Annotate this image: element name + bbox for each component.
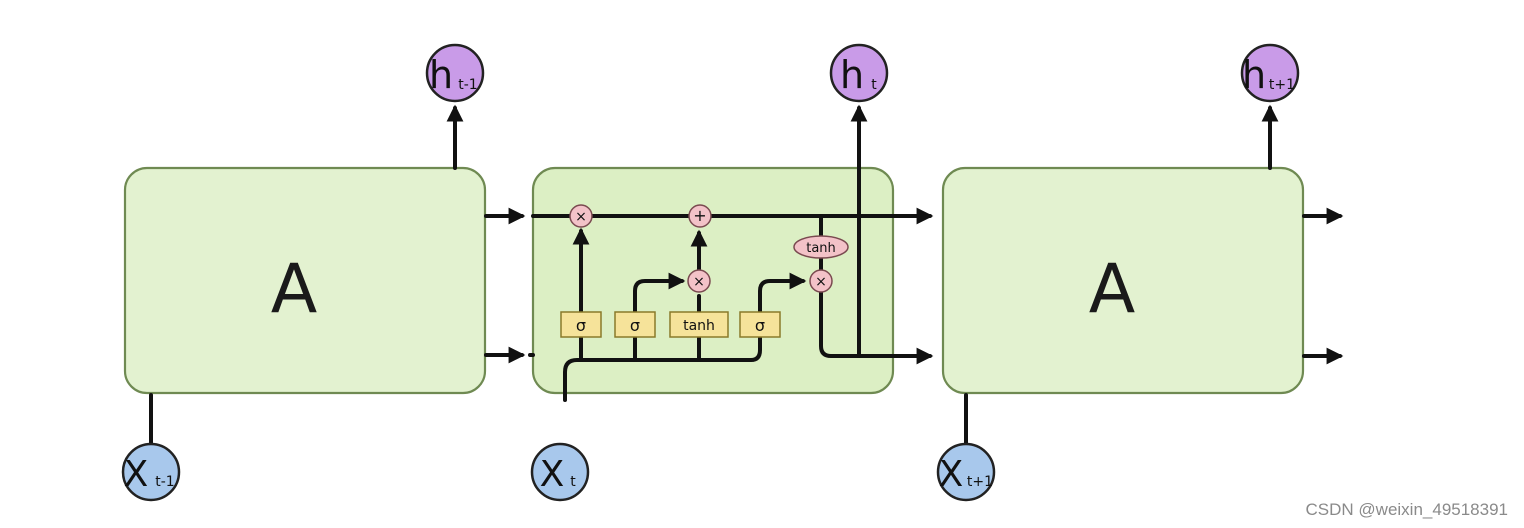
gate-input: σ: [614, 311, 656, 338]
output-node-h-curr: h t: [829, 43, 889, 103]
input-node-x-curr: X t: [530, 442, 590, 502]
cell-middle-wires: [528, 104, 934, 402]
add-op: +: [688, 204, 712, 228]
cell-right-box: [941, 166, 1305, 395]
gate-forget: σ: [560, 311, 602, 338]
output-node-h-curr-base: h: [840, 53, 864, 97]
output-node-h-prev-base: h: [429, 53, 453, 97]
input-node-x-prev-base: X: [124, 454, 149, 495]
gate-output-label: σ: [755, 316, 765, 335]
output-node-h-next: h t+1: [1240, 43, 1300, 103]
input-op-symbol: ×: [693, 274, 705, 290]
cell-left-box: [123, 166, 487, 395]
output-node-h-prev: h t-1: [425, 43, 485, 103]
cell-middle: × + × × tanh σ σ tanh: [528, 104, 934, 402]
output-op: ×: [809, 269, 833, 293]
input-node-x-prev-sub: t-1: [155, 474, 174, 490]
gate-candidate: tanh: [669, 311, 729, 338]
input-node-x-next-base: X: [939, 454, 964, 495]
gate-candidate-label: tanh: [683, 318, 715, 334]
output-node-h-curr-sub: t: [871, 77, 877, 93]
output-node-h-next-sub: t+1: [1269, 77, 1295, 93]
gate-output: σ: [739, 311, 781, 338]
watermark: CSDN @weixin_49518391: [1305, 500, 1508, 519]
output-node-h-prev-sub: t-1: [458, 77, 477, 93]
tanh-op: tanh: [793, 235, 849, 259]
output-node-h-next-base: h: [1242, 53, 1266, 97]
cell-right: A: [941, 166, 1305, 395]
forget-op: ×: [569, 204, 593, 228]
gate-input-label: σ: [630, 316, 640, 335]
tanh-op-label: tanh: [806, 241, 836, 256]
input-op: ×: [687, 269, 711, 293]
input-node-x-prev: X t-1: [121, 442, 181, 502]
input-node-x-next: X t+1: [936, 442, 996, 502]
output-op-symbol: ×: [815, 274, 827, 290]
input-node-x-next-sub: t+1: [967, 474, 993, 490]
connectors: [149, 104, 1344, 448]
add-op-symbol: +: [693, 206, 706, 225]
forget-op-symbol: ×: [575, 209, 587, 225]
cell-left-label: A: [271, 250, 318, 329]
input-node-x-curr-base: X: [540, 454, 565, 495]
cell-right-label: A: [1089, 250, 1136, 329]
cell-left: A: [123, 166, 487, 395]
input-node-x-curr-sub: t: [570, 474, 576, 490]
gate-forget-label: σ: [576, 316, 586, 335]
